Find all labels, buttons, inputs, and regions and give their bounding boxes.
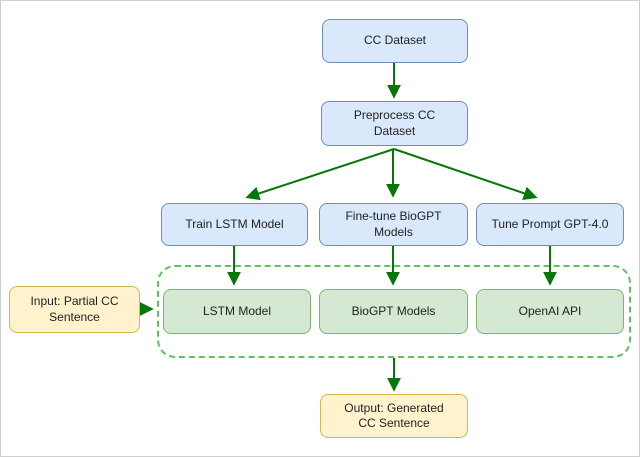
- node-biogpt-models: BioGPT Models: [319, 289, 468, 334]
- node-train-lstm-model: Train LSTM Model: [161, 203, 308, 246]
- node-finetune-biogpt-models: Fine-tune BioGPT Models: [319, 203, 468, 246]
- models-group-dashed-container: [157, 265, 631, 358]
- node-preprocess-cc-dataset: Preprocess CC Dataset: [321, 101, 468, 146]
- node-input-label: Input: Partial CC Sentence: [30, 294, 119, 324]
- node-biogpt-models-label: BioGPT Models: [351, 303, 436, 318]
- node-train-lstm-label: Train LSTM Model: [185, 216, 284, 231]
- node-lstm-model-label: LSTM Model: [202, 303, 272, 318]
- edge-preprocess-to-train-lstm: [245, 148, 395, 201]
- node-cc-dataset: CC Dataset: [322, 19, 468, 63]
- node-preprocess-label: Preprocess CC Dataset: [353, 108, 436, 138]
- edge-preprocess-to-tune-prompt: [393, 148, 538, 201]
- node-openai-api-label: OpenAI API: [518, 303, 582, 318]
- node-cc-dataset-label: CC Dataset: [363, 33, 427, 48]
- node-lstm-model: LSTM Model: [163, 289, 311, 334]
- node-tune-prompt-label: Tune Prompt GPT-4.0: [491, 216, 609, 231]
- node-output-label: Output: Generated CC Sentence: [344, 400, 444, 430]
- node-tune-prompt-gpt4: Tune Prompt GPT-4.0: [476, 203, 624, 246]
- node-openai-api: OpenAI API: [476, 289, 624, 334]
- node-output-generated-cc-sentence: Output: Generated CC Sentence: [320, 394, 468, 438]
- node-finetune-label: Fine-tune BioGPT Models: [345, 209, 442, 239]
- node-input-partial-cc-sentence: Input: Partial CC Sentence: [9, 286, 140, 333]
